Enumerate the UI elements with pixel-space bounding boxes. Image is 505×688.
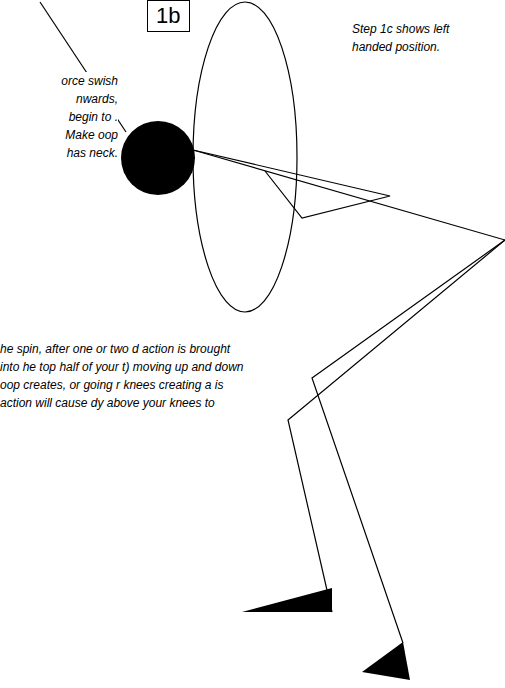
note-text: he spin, after one or two d action is br…: [0, 340, 250, 412]
hoop: [193, 2, 297, 312]
note-text: Step 1c shows left handed position.: [352, 20, 452, 56]
foot: [362, 642, 410, 680]
head: [121, 121, 195, 195]
leg-line: [288, 240, 505, 612]
foot: [242, 588, 332, 612]
leg-line: [312, 240, 505, 643]
note-text: orce swish nwards, begin to . Make oop h…: [54, 72, 118, 162]
step-box: 1b: [147, 0, 190, 32]
step-number: 1b: [156, 5, 181, 27]
arm-line: [193, 150, 390, 218]
body-line: [193, 150, 505, 240]
